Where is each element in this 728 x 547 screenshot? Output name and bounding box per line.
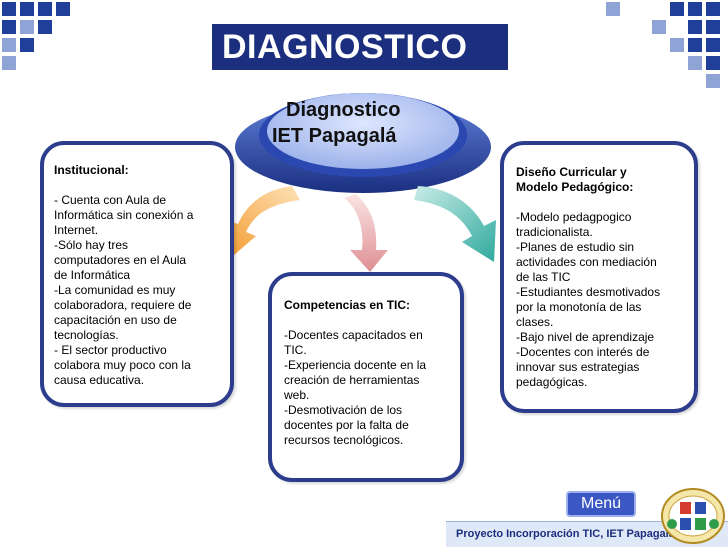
institucional-line: -Sólo hay tres [54,238,129,252]
institucional-heading: Institucional: [54,163,129,177]
school-crest-logo [661,488,725,544]
institucional-line: tecnologías. [54,328,119,342]
institucional-line: colabora muy poco con la [54,358,191,372]
arrow-right [414,186,496,262]
institucional-line: - Cuenta con Aula de [54,193,167,207]
competencias-box: Competencias en TIC: -Docentes capacitad… [268,272,464,482]
corner-decoration-top-right [600,0,728,92]
institucional-line: -La comunidad es muy [54,283,176,297]
diseno-line: de las TIC [516,270,571,284]
page-title: DIAGNOSTICO [222,28,468,66]
diseno-line: innovar sus estrategias [516,360,640,374]
institucional-line: - El sector productivo [54,343,167,357]
competencias-line: TIC. [284,343,307,357]
diseno-heading-line2: Modelo Pedagógico: [516,180,634,194]
diseno-line: actividades con mediación [516,255,657,269]
menu-button[interactable]: Menú [566,491,636,517]
center-ellipse-graphic [235,93,491,193]
diseno-heading-line1: Diseño Curricular y [516,165,627,179]
institucional-box: Institucional: - Cuenta con Aula de Info… [40,141,234,407]
title-bar: DIAGNOSTICO [212,24,508,70]
arrow-left [226,186,300,262]
diseno-line: -Modelo pedagpogico [516,210,632,224]
center-label-line1: Diagnostico [286,99,401,121]
footer-text: Proyecto Incorporación TIC, IET Papagalá [456,528,675,540]
institucional-line: Informática sin conexión a [54,208,194,222]
diseno-box: Diseño Curricular y Modelo Pedagógico: -… [500,141,698,413]
diseno-line: pedagógicas. [516,375,588,389]
diseno-line: clases. [516,315,554,329]
arrow-center [344,194,388,272]
institucional-line: causa educativa. [54,373,145,387]
institucional-line: Internet. [54,223,99,237]
diseno-line: por la monotonía de las [516,300,642,314]
competencias-line: -Experiencia docente en la [284,358,427,372]
institucional-line: de Informática [54,268,131,282]
competencias-line: recursos tecnológicos. [284,433,404,447]
institucional-line: capacitación en uso de [54,313,177,327]
competencias-heading: Competencias en TIC: [284,298,411,312]
competencias-line: creación de herramientas [284,373,420,387]
center-label: Diagnostico IET Papagalá [272,97,452,149]
corner-decoration-top-left [0,0,80,70]
competencias-line: docentes por la falta de [284,418,409,432]
diseno-line: -Bajo nivel de aprendizaje [516,330,655,344]
center-label-line2: IET Papagalá [272,125,397,147]
competencias-line: web. [284,388,310,402]
institucional-line: computadores en el Aula [54,253,187,267]
diseno-line: -Planes de estudio sin [516,240,635,254]
institucional-line: colaboradora, requiere de [54,298,192,312]
diseno-line: -Estudiantes desmotivados [516,285,661,299]
diseno-line: tradicionalista. [516,225,593,239]
diseno-line: -Docentes con interés de [516,345,650,359]
competencias-line: -Desmotivación de los [284,403,403,417]
competencias-line: -Docentes capacitados en [284,328,423,342]
